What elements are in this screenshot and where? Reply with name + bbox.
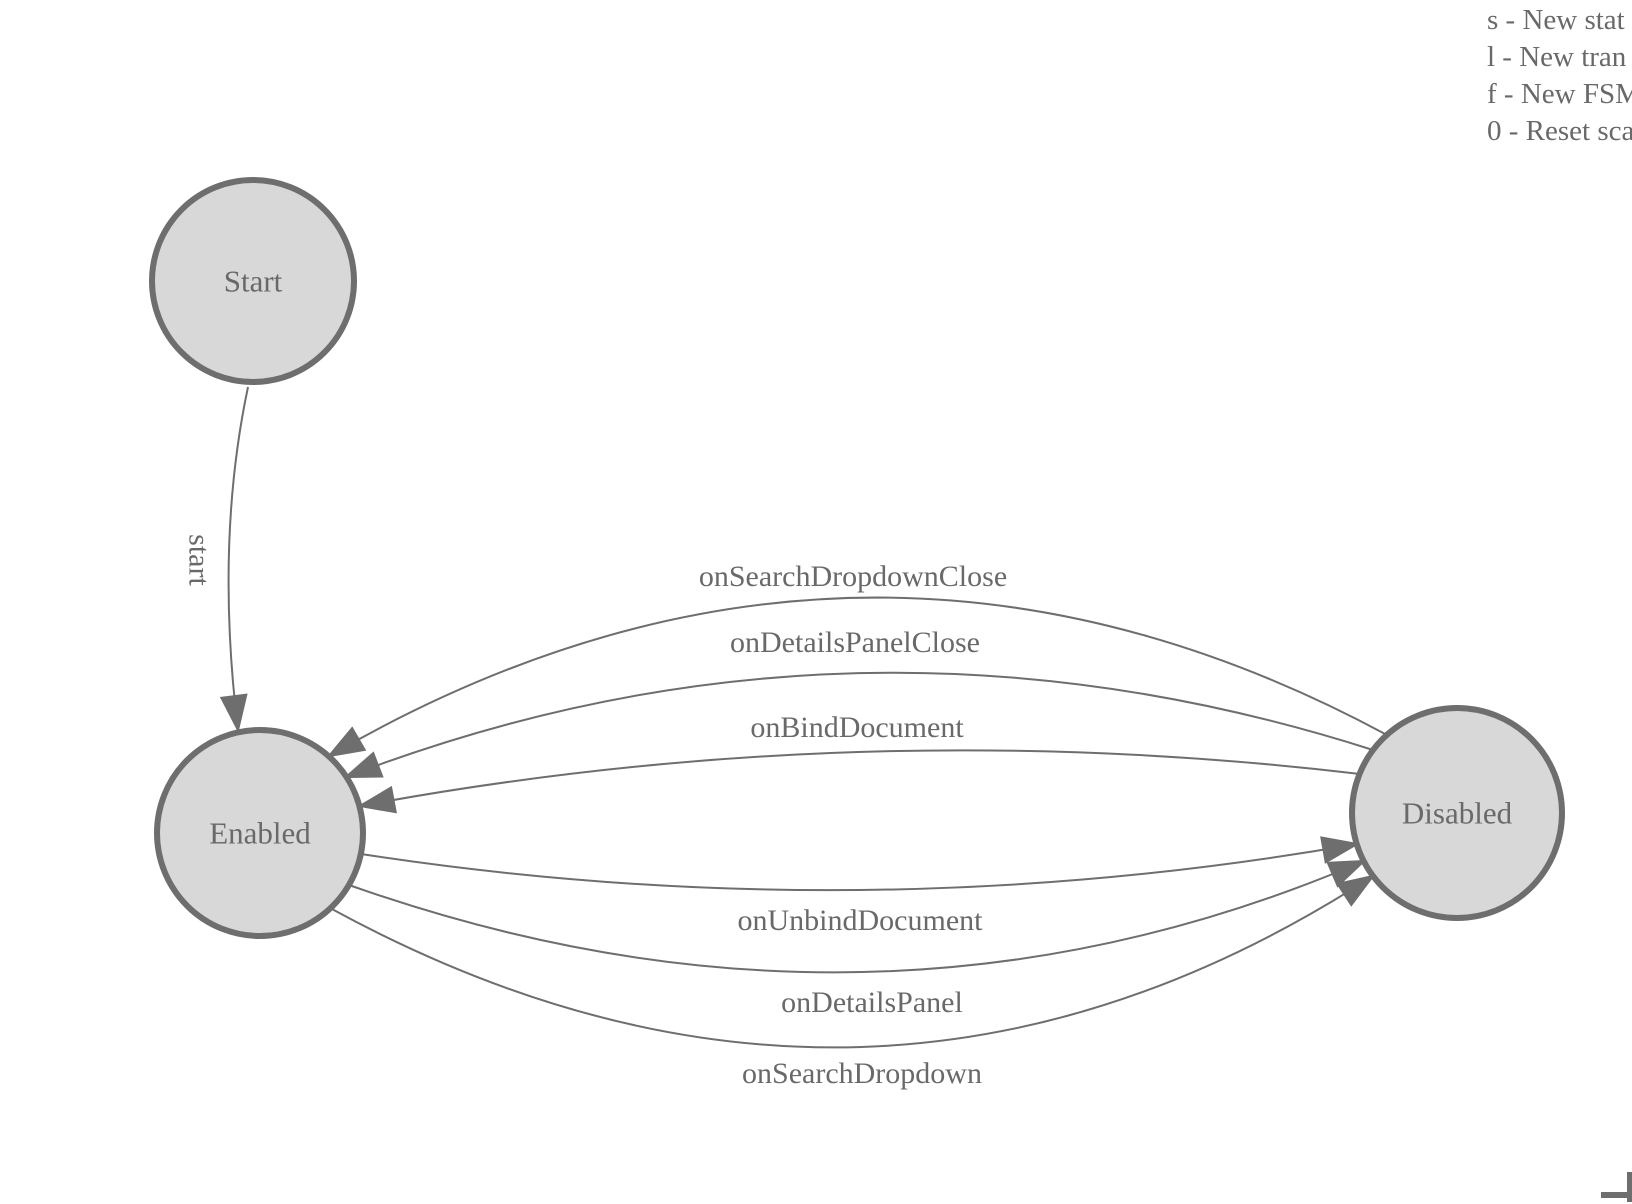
edge-onbinddocument[interactable]	[357, 749, 1361, 814]
canvas-corner-vertical-bar	[1627, 1172, 1632, 1202]
state-node-enabled[interactable]	[154, 727, 366, 939]
edge-label-onsearchdropdownclose: onSearchDropdownClose	[699, 560, 1007, 593]
edge-label-start: start	[183, 534, 216, 586]
shortcut-legend: s - New stat l - New tran f - New FSM 0 …	[1487, 2, 1632, 150]
legend-new-state: s - New stat	[1487, 4, 1625, 36]
edge-onsearchdropdownclose[interactable]	[326, 596, 1388, 758]
edge-ondetailspanel[interactable]	[348, 859, 1367, 974]
edge-ondetailspanelclose[interactable]	[343, 671, 1374, 779]
edge-label-onunbinddocument: onUnbindDocument	[738, 904, 984, 937]
edge-onsearchdropdown[interactable]	[329, 874, 1376, 1049]
edge-label-onsearchdropdown: onSearchDropdown	[742, 1057, 982, 1090]
state-label-enabled: Enabled	[209, 816, 311, 851]
edge-label-onbinddocument: onBindDocument	[750, 711, 964, 744]
state-label-disabled: Disabled	[1402, 796, 1513, 831]
edge-start-to-enabled[interactable]	[219, 386, 249, 733]
canvas-corner-horizontal-bar	[1601, 1192, 1632, 1198]
legend-new-transition: l - New tran	[1487, 41, 1627, 73]
legend-new-fsm: f - New FSM	[1487, 78, 1632, 110]
state-node-start[interactable]	[149, 177, 357, 385]
edge-label-ondetailspanelclose: onDetailsPanelClose	[730, 626, 980, 659]
edge-onunbinddocument[interactable]	[360, 836, 1360, 892]
state-label-start: Start	[224, 264, 283, 299]
state-node-disabled[interactable]	[1349, 705, 1565, 921]
edge-label-ondetailspanel: onDetailsPanel	[781, 986, 963, 1019]
legend-reset-scale: 0 - Reset sca	[1487, 115, 1632, 147]
